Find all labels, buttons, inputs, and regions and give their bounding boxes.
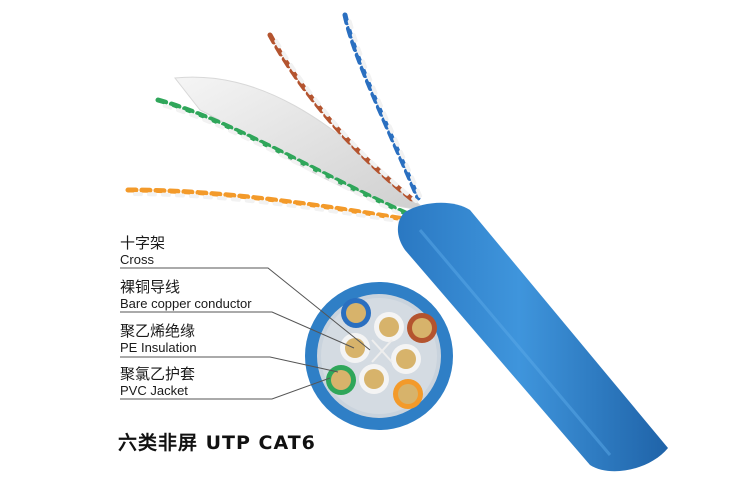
label-jacket-zh: 聚氯乙护套: [120, 365, 196, 383]
label-jacket-en: PVC Jacket: [120, 383, 188, 398]
cross-section: [305, 282, 453, 430]
leader-lines: [120, 267, 371, 400]
label-insulation-zh: 聚乙烯绝缘: [120, 322, 196, 340]
green-pair: [155, 97, 413, 220]
brown-pair: [267, 32, 418, 203]
orange-pair: [125, 187, 413, 225]
label-conductor-zh: 裸铜导线: [120, 278, 181, 296]
cable-jacket: [397, 202, 668, 472]
label-conductor-en: Bare copper conductor: [120, 296, 252, 311]
label-cross-zh: 十字架: [120, 234, 166, 252]
product-caption: 六类非屏 UTP CAT6: [118, 432, 316, 454]
label-insulation-en: PE Insulation: [120, 340, 197, 355]
label-cross-en: Cross: [120, 252, 154, 267]
blue-pair: [342, 12, 423, 201]
cross-separator: [174, 76, 427, 211]
